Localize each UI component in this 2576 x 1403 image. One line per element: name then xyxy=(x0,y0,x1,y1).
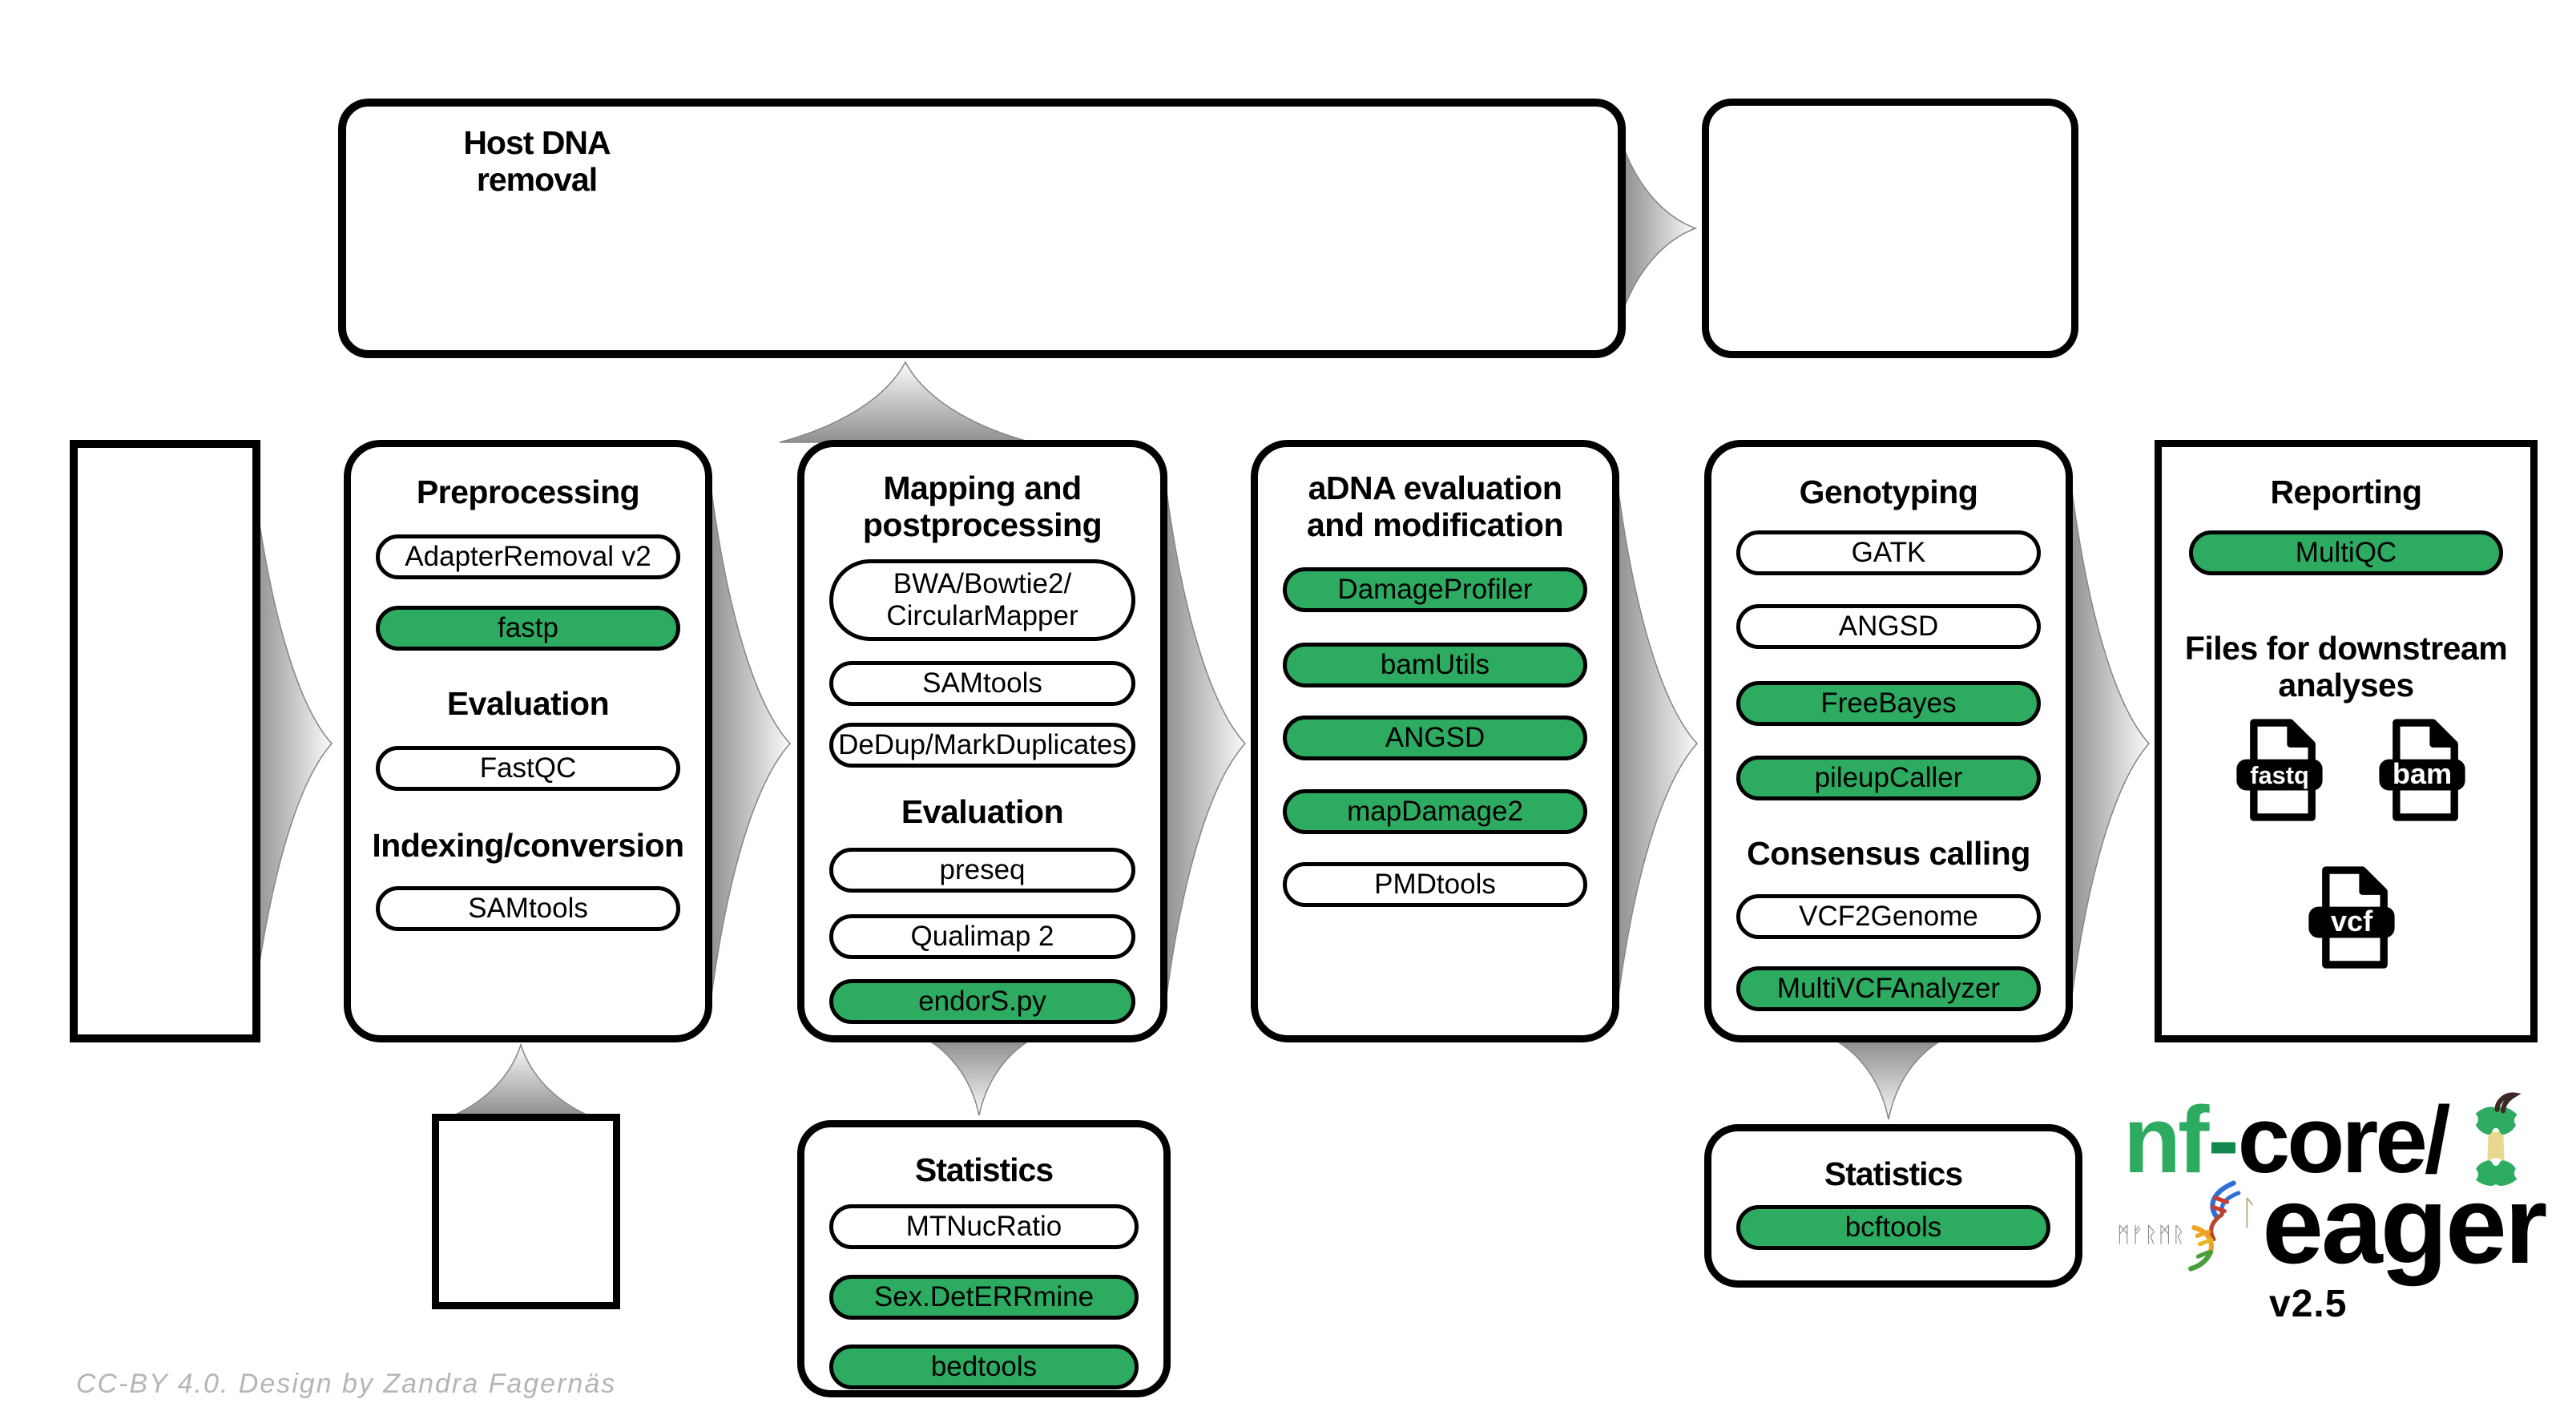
tool-pill-qualimap-2: Qualimap 2 xyxy=(829,914,1135,959)
section-header-mapping-and-postprocessing: Mapping and postprocessing xyxy=(862,470,1103,543)
panel-metagenomic-screening: Host DNA removal xyxy=(338,99,1626,358)
tool-pill-angsd: ANGSD xyxy=(1736,604,2041,649)
file-icon-fastq: fastq xyxy=(2226,716,2333,824)
arrow-input-to-preprocessing xyxy=(252,478,333,1009)
section-header-genotyping: Genotyping xyxy=(1799,474,1978,510)
file-icon-bam: bam xyxy=(2368,716,2476,824)
logo-eager-text: eager xyxy=(2262,1163,2547,1287)
section-header-files-for-downstream-analyses: Files for downstream analyses xyxy=(2184,630,2508,704)
logo-version: v2.5 xyxy=(2269,1283,2348,1325)
logo-core-text: core/ xyxy=(2237,1087,2451,1193)
dna-helix-icon xyxy=(2188,1180,2241,1272)
panel-statistics-genotyping: Statistics bcftools xyxy=(1704,1124,2082,1288)
logo-rune-l-text: ᛚ xyxy=(2239,1194,2260,1232)
tool-pill-multiqc: MultiQC xyxy=(2189,530,2503,575)
tool-pill-bamutils: bamUtils xyxy=(1283,643,1587,687)
arrow-genotyping-to-reporting xyxy=(2070,478,2151,1009)
tool-pill-mtnucratio: MTNucRatio xyxy=(829,1204,1139,1249)
tool-pill-dedup-markduplicates: DeDup/MarkDuplicates xyxy=(829,723,1135,768)
tool-pill-bcftools: bcftools xyxy=(1736,1205,2050,1250)
section-header-adna-evaluation-and-modification: aDNA evaluation and modification xyxy=(1307,470,1564,543)
tool-pill-preseq: preseq xyxy=(829,848,1135,893)
arrow-fasta-to-preprocessing xyxy=(453,1042,589,1116)
tool-pill-pmdtools: PMDtools xyxy=(1283,862,1587,907)
nf-core-wordmark: nf-core/ xyxy=(2123,1093,2451,1187)
tool-pill-samtools: SAMtools xyxy=(376,886,680,931)
file-type-label: fastq xyxy=(2250,761,2309,789)
logo-runes-text: ᛗᚠᚱᛗᚱ xyxy=(2117,1222,2186,1247)
arrow-preprocessing-to-mapping xyxy=(709,478,792,1009)
panel-fasta-reference xyxy=(432,1114,620,1309)
tool-pill-endors-py: endorS.py xyxy=(829,979,1135,1024)
arrow-genotyping-to-statistics xyxy=(1836,1042,1941,1120)
tool-pill-gatk: GATK xyxy=(1736,530,2041,575)
tool-pill-angsd: ANGSD xyxy=(1283,716,1587,760)
tool-pill-bedtools: bedtools xyxy=(829,1345,1139,1389)
nf-core-eager-logo: nf-core/ ᛗᚠᚱᛗᚱ xyxy=(2117,1092,2574,1336)
section-header-preprocessing: Preprocessing xyxy=(416,474,640,510)
file-type-label: bam xyxy=(2393,757,2452,790)
logo-nf-text: nf xyxy=(2123,1087,2209,1193)
file-type-label: vcf xyxy=(2331,905,2373,937)
section-header-evaluation: Evaluation xyxy=(901,793,1064,830)
tool-pill-bwa-bowtie2-circularmapper: BWA/Bowtie2/ CircularMapper xyxy=(829,559,1135,641)
arrow-mapping-to-screening xyxy=(779,361,1032,443)
tool-pill-sex-deterrmine: Sex.DetERRmine xyxy=(829,1275,1139,1320)
tool-pill-fastqc: FastQC xyxy=(376,746,680,791)
tool-pill-samtools: SAMtools xyxy=(829,661,1135,706)
tool-pill-fastp: fastp xyxy=(376,606,680,651)
screening-column-host-dna: Host DNA removal xyxy=(369,107,705,350)
tool-pill-pileupcaller: pileupCaller xyxy=(1736,756,2041,800)
apple-core-icon xyxy=(2463,1092,2528,1186)
arrow-mapping-to-adna xyxy=(1164,478,1247,1009)
section-header-statistics: Statistics xyxy=(1824,1155,1963,1192)
arrow-screening-to-ancient xyxy=(1623,146,1698,311)
panel-ancient-metagenomic-screening xyxy=(1702,99,2078,358)
tool-pill-freebayes: FreeBayes xyxy=(1736,681,2041,726)
tool-pill-adapterremoval-v2: AdapterRemoval v2 xyxy=(376,534,680,579)
tool-pill-damageprofiler: DamageProfiler xyxy=(1283,567,1587,612)
section-header-statistics: Statistics xyxy=(914,1151,1054,1188)
license-credit: CC-BY 4.0. Design by Zandra Fagernäs xyxy=(76,1369,617,1399)
file-icon-vcf: vcf xyxy=(2298,864,2405,971)
arrow-mapping-to-statistics xyxy=(927,1040,1031,1116)
section-header-indexing-conversion: Indexing/conversion xyxy=(372,827,684,864)
tool-pill-mapdamage2: mapDamage2 xyxy=(1283,789,1587,834)
tool-pill-multivcfanalyzer: MultiVCFAnalyzer xyxy=(1736,966,2041,1011)
section-header-reporting: Reporting xyxy=(2270,474,2422,510)
section-header-consensus-calling: Consensus calling xyxy=(1747,835,2030,872)
arrow-adna-to-genotyping xyxy=(1616,478,1699,1009)
panel-input-files xyxy=(70,440,260,1042)
section-header-host-dna-removal: Host DNA removal xyxy=(463,124,611,198)
logo-dash: - xyxy=(2207,1087,2239,1193)
tool-pill-vcf2genome: VCF2Genome xyxy=(1736,894,2041,939)
section-header-evaluation: Evaluation xyxy=(446,685,610,722)
